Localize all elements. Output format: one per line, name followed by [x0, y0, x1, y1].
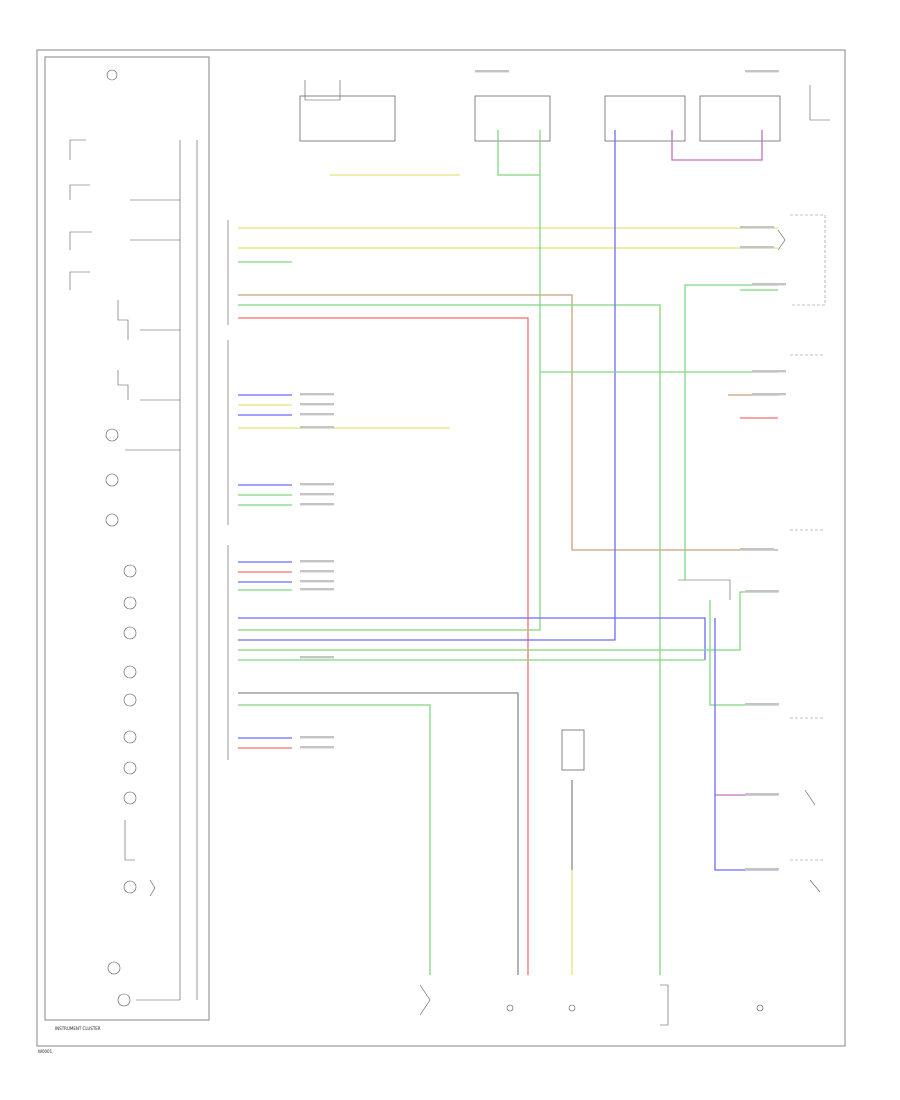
instrument-cluster-panel: INSTRUMENT CLUSTER: [44, 56, 210, 1031]
green-wire: [238, 130, 541, 631]
label-mark: [745, 703, 779, 706]
label-mark: [740, 226, 774, 229]
fuse-boxes: [299, 80, 830, 142]
label-mark: [740, 246, 774, 249]
label-mark: [300, 503, 334, 506]
green-wire: [709, 600, 778, 706]
label-mark: [300, 403, 334, 406]
label-mark: [300, 588, 334, 591]
green-wire: [497, 130, 540, 176]
label-mark: [300, 493, 334, 496]
label-mark: [752, 283, 786, 286]
label-mark: [745, 793, 779, 796]
internal-switches: [69, 139, 180, 1001]
label-mark: [300, 413, 334, 416]
wire-group: [238, 130, 778, 975]
label-mark: [300, 393, 334, 396]
diagram-frame: [36, 49, 846, 1047]
component-boxes: [678, 214, 826, 893]
label-mark: [300, 736, 334, 739]
label-mark: [745, 590, 779, 593]
label-mark: [300, 426, 334, 429]
label-mark: [475, 70, 509, 73]
green-wire: [238, 304, 661, 975]
red-wire: [238, 317, 529, 975]
green-wire: [684, 284, 778, 580]
blue-wire: [238, 130, 616, 641]
violet-wire: [671, 130, 763, 161]
label-mark: [745, 70, 779, 73]
gauge-symbols: [105, 69, 137, 1007]
label-mark: [300, 580, 334, 583]
label-mark: [300, 656, 334, 659]
label-mark: [752, 393, 786, 396]
label-mark: [300, 483, 334, 486]
tan-wire: [238, 294, 778, 551]
label-mark: [300, 560, 334, 563]
page-reference: W0001: [38, 1049, 53, 1054]
label-mark: [752, 370, 786, 373]
label-mark: [300, 570, 334, 573]
label-marks: [300, 70, 786, 871]
label-mark: [740, 548, 774, 551]
instrument-cluster-label: INSTRUMENT CLUSTER: [55, 1026, 101, 1031]
label-mark: [300, 746, 334, 749]
green-wire: [238, 704, 431, 975]
green-wire: [238, 591, 778, 651]
gray-wire: [238, 692, 519, 975]
label-mark: [745, 868, 779, 871]
blue-wire: [714, 618, 778, 871]
bottom-components: [419, 729, 764, 1026]
blue-wire: [238, 617, 706, 660]
